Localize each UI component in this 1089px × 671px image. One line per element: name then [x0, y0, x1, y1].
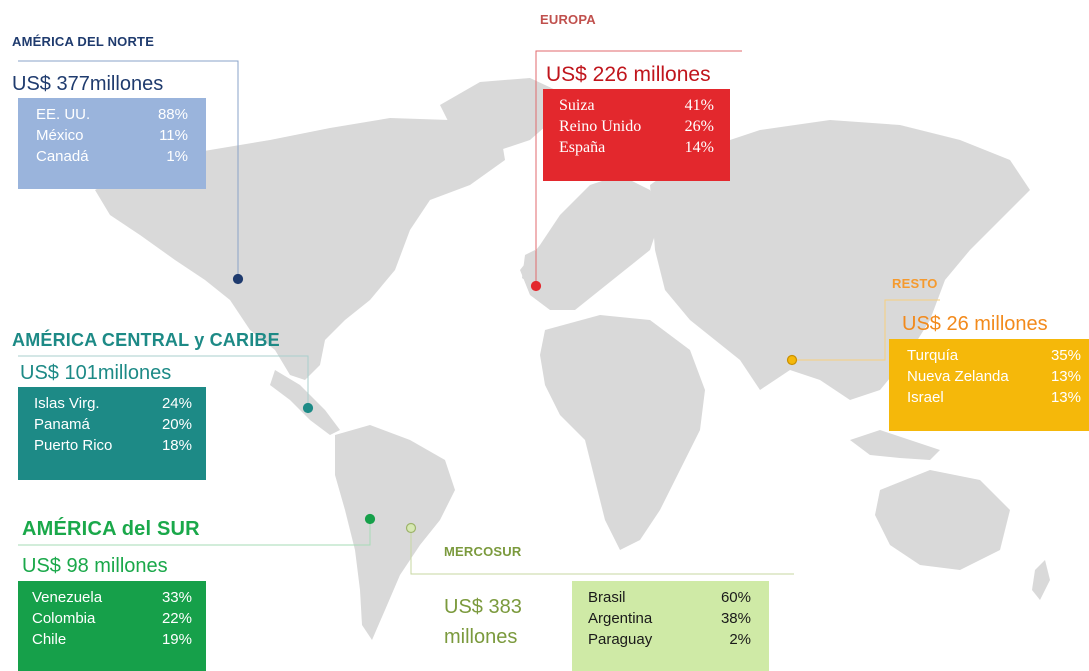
- europe-leader: [535, 50, 742, 286]
- share-value: 38%: [720, 610, 751, 627]
- central-america-marker: [302, 402, 314, 414]
- country-label: Canadá: [36, 148, 89, 165]
- share-value: 1%: [166, 148, 188, 165]
- europe-marker: [530, 280, 542, 292]
- central-america-total: US$ 101millones: [20, 362, 172, 384]
- north-america-marker: [232, 273, 244, 285]
- share-value: 26%: [684, 118, 714, 135]
- mercosur-leader: [410, 528, 794, 575]
- breakdown-row: Turquía 35%: [907, 345, 1081, 366]
- australia-landmass: [875, 470, 1010, 570]
- country-label: Suiza: [559, 97, 595, 114]
- breakdown-row: Argentina 38%: [588, 608, 751, 629]
- breakdown-row: Paraguay 2%: [588, 629, 751, 650]
- share-value: 18%: [161, 437, 192, 454]
- share-value: 24%: [161, 395, 192, 412]
- rest-leader: [792, 299, 940, 361]
- country-label: Turquía: [907, 347, 959, 364]
- breakdown-row: Chile 19%: [32, 629, 192, 650]
- rest-title: RESTO: [892, 276, 938, 291]
- country-label: Nueva Zelanda: [907, 368, 1009, 385]
- mercosur-breakdown: Brasil 60% Argentina 38% Paraguay 2%: [572, 581, 769, 671]
- breakdown-row: Islas Virg. 24%: [34, 393, 192, 414]
- new-zealand-landmass: [1032, 560, 1050, 600]
- mercosur-title: MERCOSUR: [444, 544, 522, 559]
- south-america-breakdown: Venezuela 33% Colombia 22% Chile 19%: [18, 581, 206, 671]
- share-value: 20%: [161, 416, 192, 433]
- south-america-leader: [18, 519, 371, 546]
- central-america-leader: [18, 355, 309, 408]
- share-value: 88%: [157, 106, 188, 123]
- europe-title: EUROPA: [540, 12, 596, 27]
- country-label: Israel: [907, 389, 944, 406]
- rest-breakdown: Turquía 35% Nueva Zelanda 13% Israel 13%: [889, 339, 1089, 431]
- share-value: 19%: [161, 631, 192, 648]
- share-value: 60%: [720, 589, 751, 606]
- share-value: 33%: [161, 589, 192, 606]
- europe-total: US$ 226 millones: [546, 63, 711, 86]
- north-america-total: US$ 377millones: [12, 73, 164, 95]
- rest-total: US$ 26 millones: [902, 313, 1048, 335]
- share-value: 41%: [684, 97, 714, 114]
- central-america-title: AMÉRICA CENTRAL y CARIBE: [12, 330, 280, 350]
- north-america-title: AMÉRICA DEL NORTE: [12, 34, 155, 49]
- breakdown-row: Panamá 20%: [34, 414, 192, 435]
- mercosur-marker: [405, 522, 417, 534]
- greenland-landmass: [440, 78, 560, 150]
- north-america-breakdown: EE. UU. 88% México 11% Canadá 1%: [18, 98, 206, 189]
- country-label: Brasil: [588, 589, 626, 606]
- country-label: Reino Unido: [559, 118, 642, 135]
- europe-breakdown: Suiza 41% Reino Unido 26% España 14%: [543, 89, 730, 181]
- breakdown-row: Brasil 60%: [588, 587, 751, 608]
- share-value: 22%: [161, 610, 192, 627]
- africa-landmass: [540, 315, 705, 550]
- country-label: México: [36, 127, 84, 144]
- share-value: 13%: [1050, 389, 1081, 406]
- breakdown-row: Venezuela 33%: [32, 587, 192, 608]
- country-label: EE. UU.: [36, 106, 91, 123]
- country-label: Chile: [32, 631, 67, 648]
- south-america-landmass: [335, 425, 455, 640]
- country-label: Colombia: [32, 610, 96, 627]
- share-value: 13%: [1050, 368, 1081, 385]
- share-value: 11%: [159, 127, 188, 144]
- central-america-landmass: [270, 370, 340, 435]
- breakdown-row: Suiza 41%: [559, 95, 714, 116]
- asia-landmass: [650, 120, 1030, 400]
- share-value: 35%: [1050, 347, 1081, 364]
- country-label: Paraguay: [588, 631, 653, 648]
- country-label: Puerto Rico: [34, 437, 113, 454]
- breakdown-row: España 14%: [559, 137, 714, 158]
- country-label: Panamá: [34, 416, 90, 433]
- share-value: 2%: [729, 631, 751, 648]
- breakdown-row: México 11%: [36, 125, 188, 146]
- country-label: Islas Virg.: [34, 395, 100, 412]
- central-america-breakdown: Islas Virg. 24% Panamá 20% Puerto Rico 18%: [18, 387, 206, 480]
- north-america-leader: [18, 60, 239, 279]
- breakdown-row: Reino Unido 26%: [559, 116, 714, 137]
- breakdown-row: Israel 13%: [907, 387, 1081, 408]
- breakdown-row: Nueva Zelanda 13%: [907, 366, 1081, 387]
- breakdown-row: Canadá 1%: [36, 146, 188, 167]
- mercosur-total: US$ 383 millones: [444, 596, 522, 648]
- rest-marker: [786, 354, 798, 366]
- share-value: 14%: [684, 139, 714, 156]
- south-america-title: AMÉRICA del SUR: [22, 518, 200, 540]
- breakdown-row: Puerto Rico 18%: [34, 435, 192, 456]
- breakdown-row: Colombia 22%: [32, 608, 192, 629]
- south-america-marker: [364, 513, 376, 525]
- europe-landmass: [520, 175, 660, 310]
- south-america-total: US$ 98 millones: [22, 555, 168, 577]
- country-label: Venezuela: [32, 589, 103, 606]
- country-label: España: [559, 139, 606, 156]
- country-label: Argentina: [588, 610, 653, 627]
- breakdown-row: EE. UU. 88%: [36, 104, 188, 125]
- islands-landmass: [850, 430, 940, 460]
